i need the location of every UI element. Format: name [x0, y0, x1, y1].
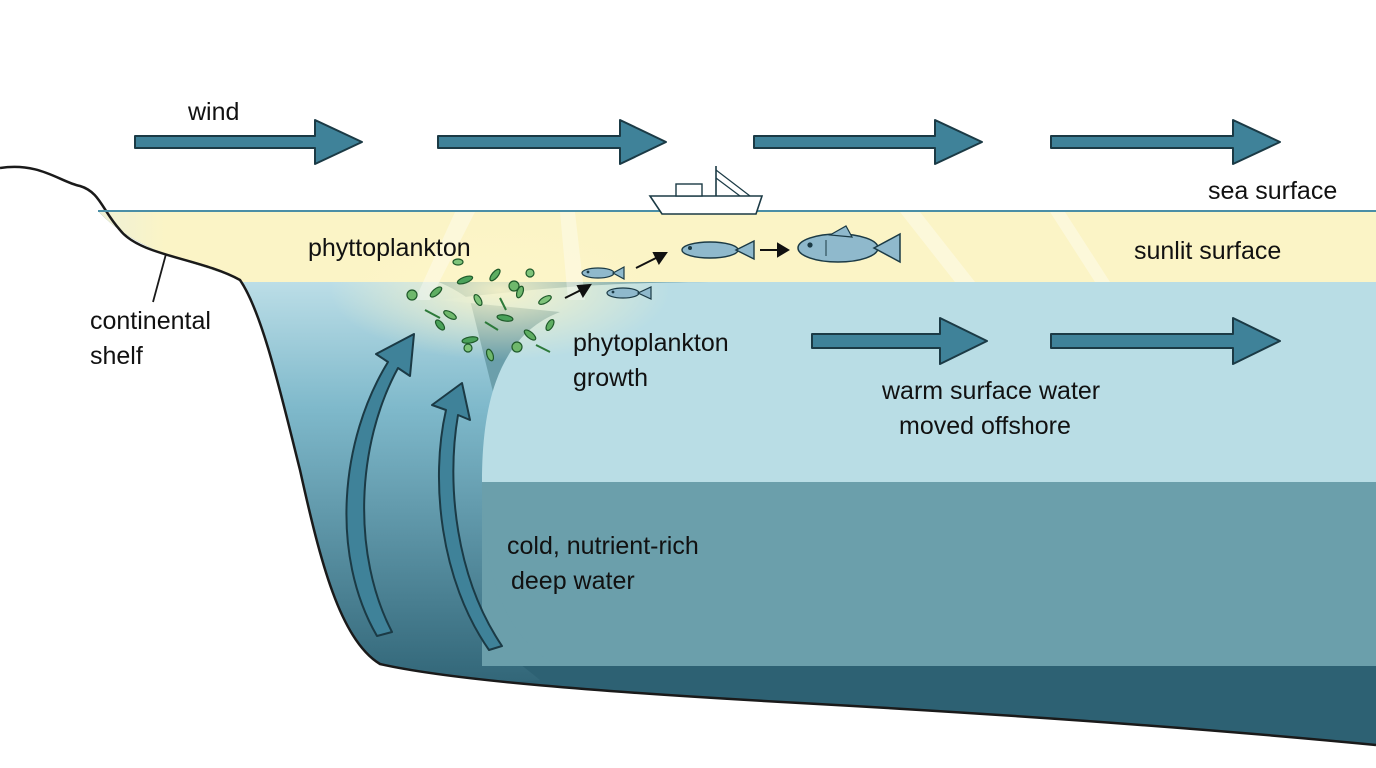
ocean-water	[98, 211, 1376, 745]
wind-arrow	[437, 119, 667, 165]
large-fish-icon	[797, 225, 901, 264]
wind-arrow	[1050, 119, 1281, 165]
deep-water-label: cold, nutrient-rich deep water	[507, 529, 699, 599]
food-chain	[564, 225, 901, 300]
small-fish-icon	[606, 286, 652, 300]
current-arrow	[1050, 317, 1281, 365]
upwelling-arrow	[431, 382, 503, 651]
warm-surface-water-line-1: warm surface water	[882, 377, 1101, 405]
phytoplankton-cluster	[406, 258, 555, 362]
medium-fish-icon	[681, 239, 755, 261]
upwelling-arrows	[345, 333, 503, 651]
current-arrow	[811, 317, 988, 365]
wind-arrow	[134, 119, 363, 165]
small-fish-icon	[581, 265, 625, 281]
coastline	[0, 165, 1376, 747]
offshore-current-arrows	[811, 317, 1281, 365]
upwelling-arrow	[345, 333, 415, 637]
phytoplankton-label: phyttoplankton	[308, 234, 471, 262]
wind-arrow	[753, 119, 983, 165]
deep-water-layer	[482, 482, 1376, 666]
wind-arrows	[134, 119, 1281, 165]
warm-surface-water-label: warm surface water moved offshore	[882, 374, 1100, 444]
continental-shelf-pointer	[152, 253, 167, 303]
deep-water-line-1: cold, nutrient-rich	[507, 532, 699, 560]
wind-label: wind	[188, 98, 240, 126]
sunlit-layer	[98, 211, 1376, 282]
food-chain-arrows	[564, 242, 790, 299]
continental-shelf-line-2: shelf	[90, 342, 143, 370]
phytoplankton-growth-label: phytoplankton growth	[573, 326, 729, 396]
deep-water-line-2: deep water	[511, 567, 635, 595]
sea-surface-label: sea surface	[1208, 177, 1338, 205]
sunlight-glow	[330, 220, 670, 360]
fishing-boat-icon	[648, 166, 764, 215]
warm-surface-water-line-2: moved offshore	[899, 412, 1071, 440]
continental-shelf-label: continental shelf	[90, 304, 211, 374]
phytoplankton-growth-line-2: growth	[573, 364, 649, 392]
continental-shelf-line-1: continental	[90, 307, 211, 335]
sun-rays	[415, 212, 1110, 300]
sunlit-surface-label: sunlit surface	[1134, 237, 1282, 265]
warm-surface-water	[440, 282, 1376, 482]
phytoplankton-growth-line-1: phytoplankton	[573, 329, 729, 357]
deep-water-curve	[482, 482, 560, 666]
